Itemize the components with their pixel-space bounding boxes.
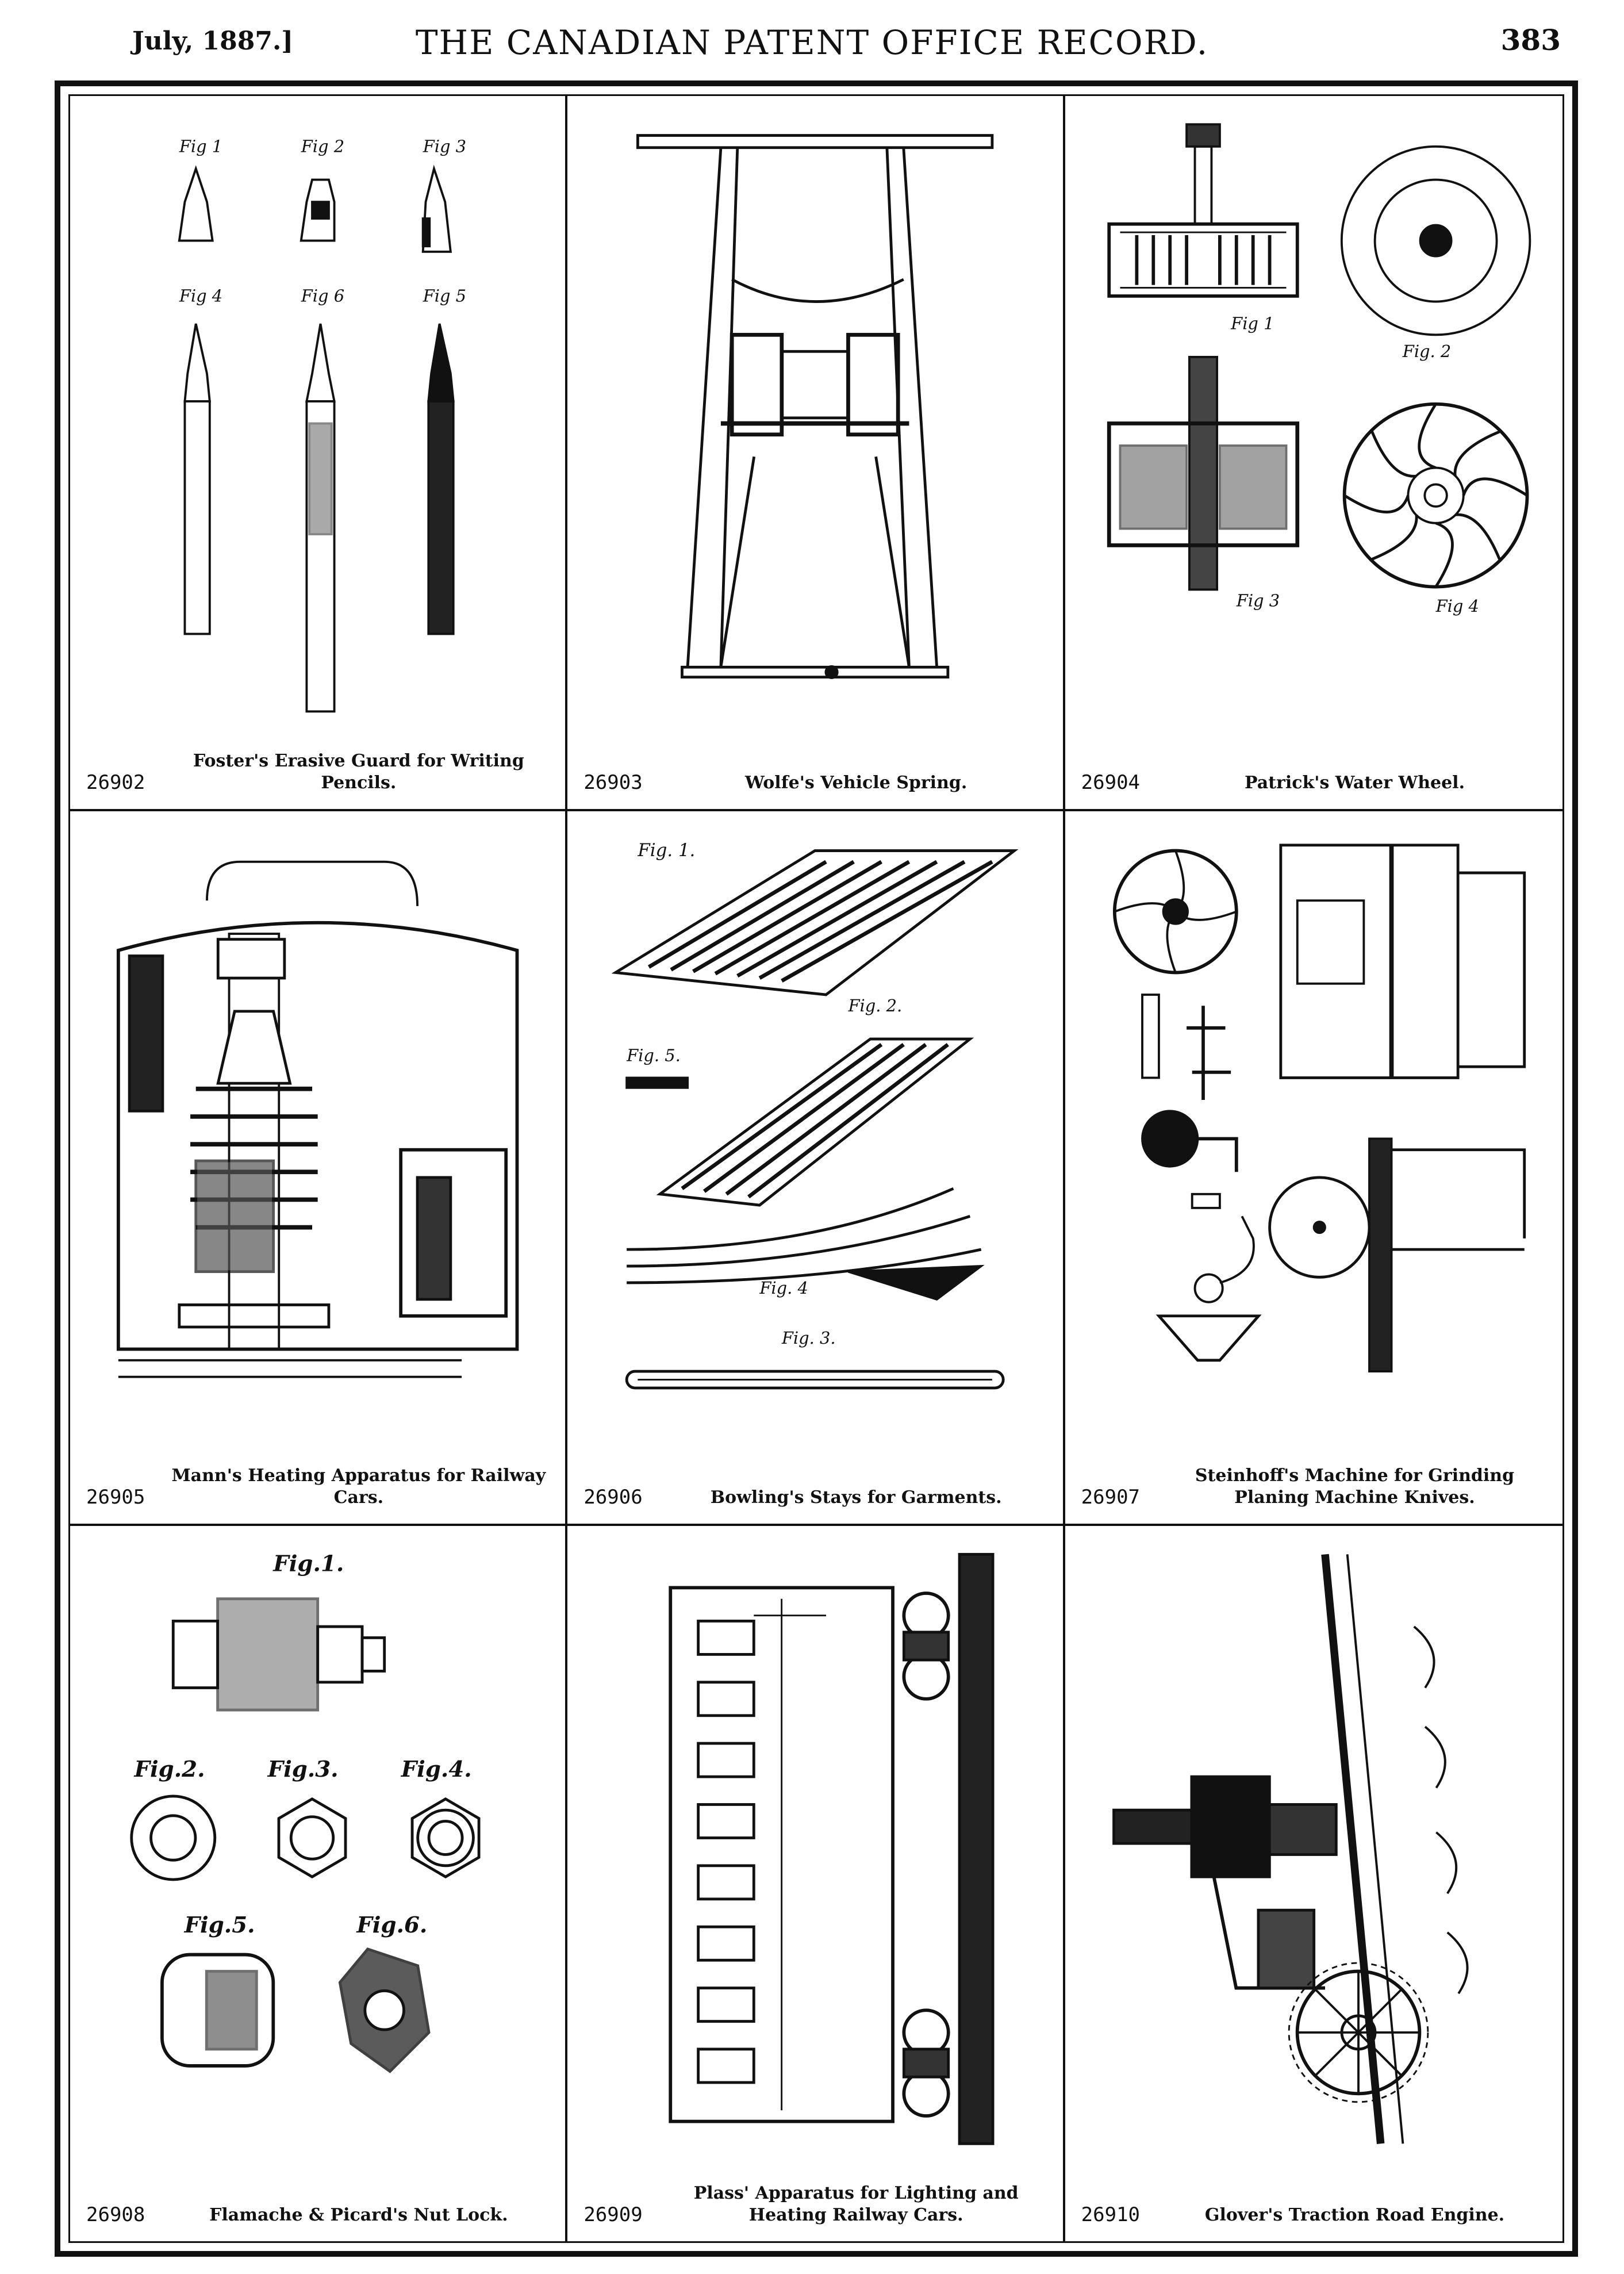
patent-number: 26907 (1081, 1486, 1141, 1509)
fig-label: Fig. 5. (626, 1045, 681, 1065)
railway-car-lighting-drawing (590, 1543, 1039, 2155)
patent-number: 26902 (86, 770, 145, 794)
patent-number: 26904 (1081, 770, 1141, 794)
patent-caption: 26910 Glover's Traction Road Engine. (1081, 2165, 1546, 2229)
fig-label: Fig. 4 (759, 1278, 809, 1298)
fig-label: Fig. 2 (1402, 342, 1450, 361)
patent-plate-frame: Fig 1 Fig 2 Fig 3 Fig 4 Fig 6 Fig 5 (55, 80, 1578, 2257)
patent-title: Steinhoff's Machine for Grinding Planing… (1195, 1466, 1515, 1508)
fig-label: Fig 3 (1235, 590, 1279, 610)
patent-number: 26908 (86, 2203, 145, 2226)
patent-caption: 26909 Plass' Apparatus for Lighting and … (583, 2165, 1046, 2229)
patent-panel-26905: 26905 Mann's Heating Apparatus for Railw… (70, 811, 568, 1527)
fig-label: Fig.1. (272, 1551, 344, 1577)
patent-panel-26909: 26909 Plass' Apparatus for Lighting and … (567, 1526, 1065, 2241)
traction-engine-drawing (1088, 1543, 1539, 2155)
fig-label: Fig 1 (179, 136, 222, 156)
fig-label: Fig.2. (134, 1757, 205, 1782)
patent-caption: 26904 Patrick's Water Wheel. (1081, 733, 1546, 796)
garment-stays-drawing: Fig. 1. Fig. 2. Fig. 5. (590, 829, 1039, 1438)
patent-title: Plass' Apparatus for Lighting and Heatin… (693, 2183, 1019, 2225)
fig-label: Fig. 1. (638, 840, 696, 861)
patent-caption: 26907 Steinhoff's Machine for Grinding P… (1081, 1448, 1546, 1511)
patent-number: 26909 (583, 2203, 643, 2226)
patent-number: 26905 (86, 1486, 145, 1509)
patent-title: Patrick's Water Wheel. (1244, 772, 1465, 793)
fig-label: Fig.3. (267, 1757, 339, 1782)
patent-panel-26904: Fig 1 Fig. 2 Fig 3 (1065, 96, 1562, 811)
patent-panel-26908: Fig.1. Fig.2. Fig.3. Fig.4. (70, 1526, 568, 2241)
issue-date: July, 1887.] (132, 26, 294, 56)
patent-title: Wolfe's Vehicle Spring. (745, 772, 968, 793)
patent-panel-26902: Fig 1 Fig 2 Fig 3 Fig 4 Fig 6 Fig 5 (70, 96, 568, 811)
patent-caption: 26905 Mann's Heating Apparatus for Railw… (86, 1448, 549, 1511)
patent-panel-26906: Fig. 1. Fig. 2. Fig. 5. (567, 811, 1065, 1527)
patent-caption: 26903 Wolfe's Vehicle Spring. (583, 733, 1046, 796)
patent-grid: Fig 1 Fig 2 Fig 3 Fig 4 Fig 6 Fig 5 (70, 96, 1562, 2241)
fig-label: Fig. 2. (848, 996, 903, 1015)
fig-label: Fig 4 (1435, 596, 1479, 616)
fig-label: Fig. 3. (781, 1328, 836, 1348)
railway-heater-drawing (93, 829, 542, 1438)
page-header: July, 1887.] THE CANADIAN PATENT OFFICE … (0, 23, 1624, 75)
pencil-guard-drawing: Fig 1 Fig 2 Fig 3 Fig 4 Fig 6 Fig 5 (93, 113, 542, 723)
water-wheel-drawing: Fig 1 Fig. 2 Fig 3 (1088, 113, 1539, 723)
fig-label: Fig 3 (423, 136, 466, 156)
publication-title: THE CANADIAN PATENT OFFICE RECORD. (415, 23, 1209, 62)
fig-label: Fig.4. (401, 1757, 472, 1782)
patent-title: Mann's Heating Apparatus for Railway Car… (171, 1466, 546, 1508)
patent-panel-26910: 26910 Glover's Traction Road Engine. (1065, 1526, 1562, 2241)
patent-number: 26906 (583, 1486, 643, 1509)
fig-label: Fig 6 (301, 286, 344, 306)
fig-label: Fig.5. (184, 1912, 255, 1938)
patent-caption: 26908 Flamache & Picard's Nut Lock. (86, 2165, 549, 2229)
patent-panel-26903: 26903 Wolfe's Vehicle Spring. (567, 96, 1065, 811)
patent-number: 26903 (583, 770, 643, 794)
patent-caption: 26906 Bowling's Stays for Garments. (583, 1448, 1046, 1511)
page-number: 383 (1500, 23, 1561, 57)
patent-panel-26907: 26907 Steinhoff's Machine for Grinding P… (1065, 811, 1562, 1527)
fig-label: Fig 5 (423, 286, 466, 306)
fig-label: Fig 1 (1230, 314, 1274, 333)
fig-label: Fig.6. (356, 1912, 427, 1938)
vehicle-spring-drawing (590, 113, 1039, 723)
patent-title: Glover's Traction Road Engine. (1204, 2204, 1505, 2225)
patent-title: Foster's Erasive Guard for Writing Penci… (193, 750, 524, 793)
knife-grinder-drawing (1088, 829, 1539, 1438)
patent-title: Bowling's Stays for Garments. (710, 1487, 1002, 1508)
patent-title: Flamache & Picard's Nut Lock. (209, 2204, 508, 2225)
patent-caption: 26902 Foster's Erasive Guard for Writing… (86, 733, 549, 796)
fig-label: Fig 4 (179, 286, 222, 306)
fig-label: Fig 2 (301, 136, 344, 156)
nut-lock-drawing: Fig.1. Fig.2. Fig.3. Fig.4. (93, 1543, 542, 2155)
patent-number: 26910 (1081, 2203, 1141, 2226)
